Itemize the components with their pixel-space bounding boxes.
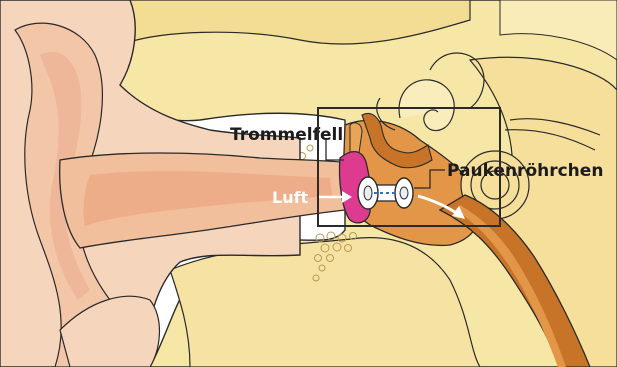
label-ventilation-tube: Paukenröhrchen: [447, 161, 603, 181]
label-air: Luft: [272, 188, 309, 207]
